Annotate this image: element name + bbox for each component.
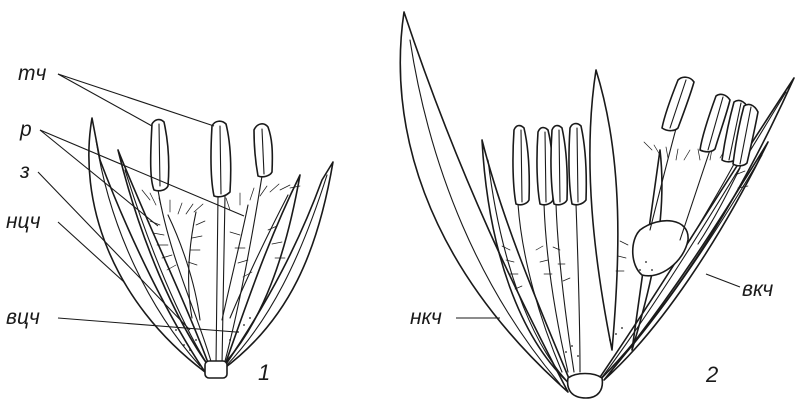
ovary-2 — [633, 221, 688, 276]
upper-palea-2 — [604, 142, 768, 380]
pedicel-2 — [568, 374, 603, 399]
upper-glume-2 — [594, 78, 794, 386]
flower-2 — [400, 12, 794, 398]
figure-number-1: 1 — [258, 360, 270, 385]
label-upper-palea-2: вкч — [742, 278, 773, 301]
middle-scale-2 — [590, 70, 618, 350]
label-upper-glume-1: вцч — [6, 306, 40, 329]
label-lower-glume-1: нцч — [6, 210, 41, 233]
label-ovary: з — [19, 160, 30, 183]
label-lower-palea-2: нкч — [410, 306, 442, 329]
flower-1 — [89, 118, 333, 378]
upper-glume-1 — [226, 175, 300, 362]
pedicel-1 — [205, 361, 227, 378]
label-stamens: тч — [18, 62, 46, 85]
label-hairs: р — [19, 118, 32, 141]
figure-number-2: 2 — [705, 362, 718, 387]
